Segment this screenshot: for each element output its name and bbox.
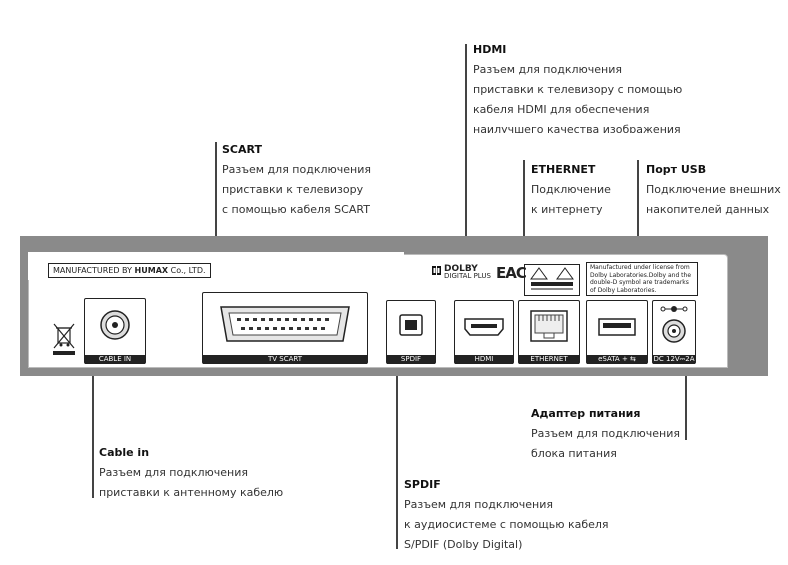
usb-annotation: Порт USB Подключение внешних накопителей… (646, 160, 781, 220)
hdmi-annotation-line: Разъем для подключения (473, 63, 622, 76)
hdmi-connector-icon (464, 318, 504, 336)
dc-jack-icon (660, 306, 688, 343)
brand-name: HUMAX (134, 266, 169, 275)
coax-connector-icon (100, 310, 130, 340)
spdif-annotation-title: SPDIF (404, 478, 441, 491)
scart-annotation-line: Разъем для подключения (222, 163, 371, 176)
usb-annotation-line: накопителей данных (646, 203, 770, 216)
usb-port-label: eSATA + ⇆ (587, 355, 647, 364)
cablein-annotation-title: Cable in (99, 446, 150, 459)
hdmi-annotation-title: HDMI (473, 43, 507, 56)
scart-annotation-line: с помощью кабеля SCART (222, 203, 370, 216)
usb-annotation-title: Порт USB (646, 163, 707, 176)
spdif-annotation-line: S/PDIF (Dolby Digital) (404, 538, 523, 551)
scart-port-label: TV SCART (203, 355, 367, 364)
cable-in-port[interactable]: CABLE IN (84, 298, 146, 364)
cablein-annotation: Cable in Разъем для подключения приставк… (99, 443, 283, 503)
hdmi-annotation-line: кабеля HDMI для обеспечения (473, 103, 650, 116)
dolby-logo: DOLBY DIGITAL PLUS (432, 264, 491, 280)
hdmi-annotation-line: приставки к телевизору с помощью (473, 83, 683, 96)
ethernet-annotation-title: ETHERNET (531, 163, 596, 176)
hdmi-port-label: HDMI (455, 355, 513, 364)
power-annotation: Адаптер питания Разъем для подключения б… (531, 404, 680, 464)
cablein-annotation-line: Разъем для подключения (99, 466, 248, 479)
dolby-main-text: DOLBY (444, 264, 478, 274)
hdmi-port[interactable]: HDMI (454, 300, 514, 364)
warning-label (524, 264, 580, 296)
ethernet-annotation: ETHERNET Подключение к интернету (531, 160, 611, 220)
cablein-annotation-line: приставки к антенному кабелю (99, 486, 284, 499)
ethernet-leader-line (523, 160, 525, 300)
scart-annotation-title: SCART (222, 143, 262, 156)
spdif-port-label: SPDIF (387, 355, 435, 364)
spdif-leader-line (396, 362, 398, 549)
hdmi-annotation: HDMI Разъем для подключения приставки к … (473, 40, 682, 133)
dolby-dd-icon (432, 266, 442, 277)
power-annotation-line: блока питания (531, 447, 617, 460)
manufacturer-plate: MANUFACTURED BY HUMAX Co., LTD. (48, 263, 211, 278)
scart-annotation-line: приставки к телевизору (222, 183, 364, 196)
dolby-license-text: Manufactured under license from Dolby La… (586, 262, 698, 296)
power-annotation-line: Разъем для подключения (531, 427, 680, 440)
cablein-leader-line (92, 362, 94, 498)
warning-triangle-icon (530, 267, 574, 290)
hdmi-leader-line (465, 44, 467, 300)
spdif-annotation-line: Разъем для подключения (404, 498, 553, 511)
top-stripe (28, 252, 404, 280)
ethernet-port[interactable]: ETHERNET (518, 300, 580, 364)
ethernet-annotation-line: к интернету (531, 203, 603, 216)
manufacturer-prefix: MANUFACTURED BY (53, 266, 132, 275)
spdif-port[interactable]: SPDIF (386, 300, 436, 364)
usb-connector-icon (598, 318, 636, 336)
dc-power-port-label: DC 12V⎓2A (653, 355, 695, 364)
dolby-sub-text: DIGITAL PLUS (444, 272, 491, 280)
brand-suffix: Co., LTD. (170, 266, 206, 275)
optical-connector-icon (399, 314, 423, 336)
scart-annotation: SCART Разъем для подключения приставки к… (222, 140, 371, 220)
cable-in-port-label: CABLE IN (85, 355, 145, 364)
eac-mark: EAC (496, 264, 527, 282)
spdif-annotation: SPDIF Разъем для подключения к аудиосист… (404, 475, 609, 555)
rj45-connector-icon (530, 310, 568, 342)
power-annotation-title: Адаптер питания (531, 407, 641, 420)
weee-bin-icon (52, 322, 76, 356)
scart-leader-line (215, 142, 217, 292)
scart-connector-icon (220, 306, 350, 342)
ethernet-annotation-line: Подключение (531, 183, 611, 196)
usb-port[interactable]: eSATA + ⇆ (586, 300, 648, 364)
usb-leader-line (637, 160, 639, 300)
dc-power-port[interactable]: DC 12V⎓2A (652, 300, 696, 364)
scart-port[interactable]: TV SCART (202, 292, 368, 364)
spdif-annotation-line: к аудиосистеме с помощью кабеля (404, 518, 609, 531)
power-leader-line (685, 362, 687, 440)
usb-annotation-line: Подключение внешних (646, 183, 781, 196)
hdmi-annotation-line: наилучшего качества изображения (473, 123, 681, 133)
ethernet-port-label: ETHERNET (519, 355, 579, 364)
